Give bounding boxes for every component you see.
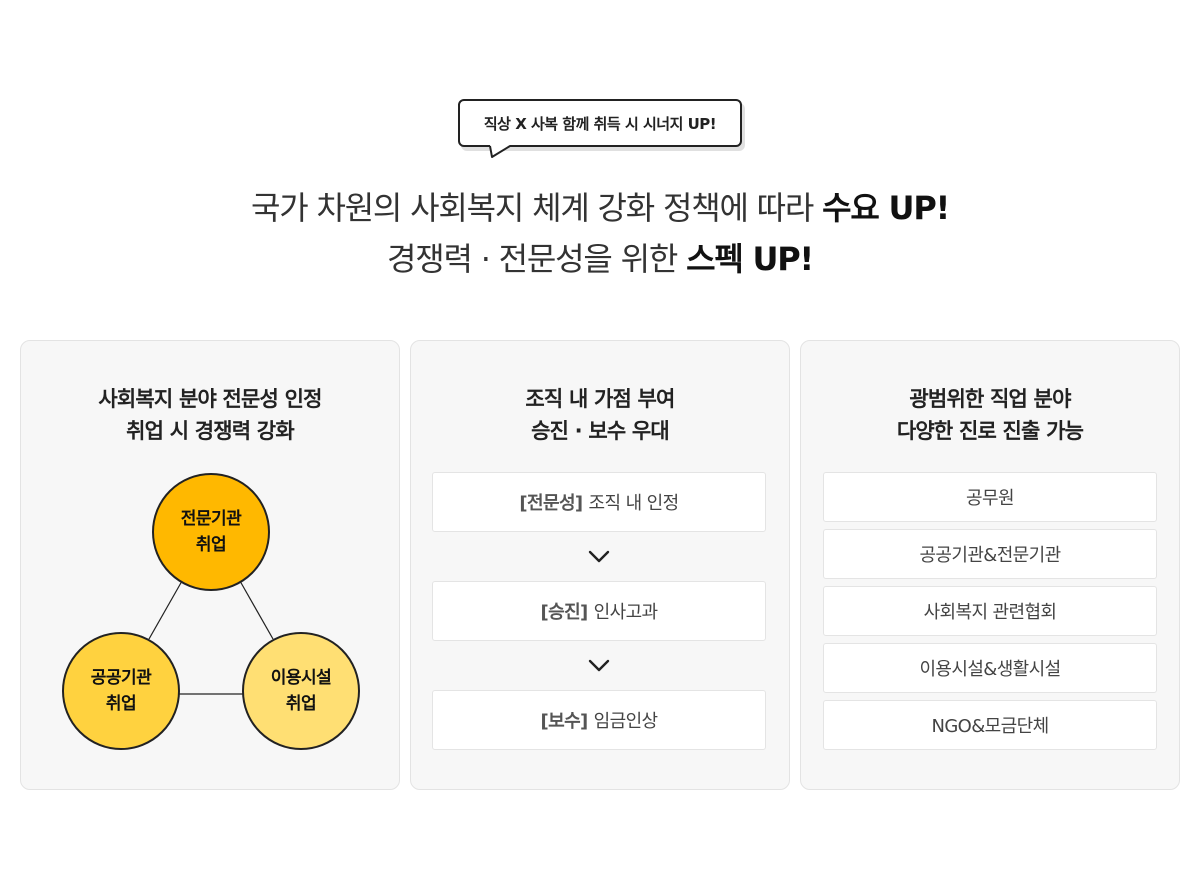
card-career-recognition: 사회복지 분야 전문성 인정 취업 시 경쟁력 강화 전문기관 취업 공공기관 … (20, 340, 400, 790)
step-promotion: [승진] 인사고과 (432, 581, 766, 641)
card-title-line-2: 승진 · 보수 우대 (531, 419, 670, 443)
circle-label-line-2: 취업 (285, 694, 317, 714)
headline-line-1-strong: 수요 UP! (822, 189, 950, 227)
step-tag: [승진] (540, 602, 588, 623)
speech-bubble: 직상 X 사복 함께 취득 시 시너지 UP! (458, 99, 742, 147)
bubble-tail (489, 145, 511, 158)
card-title-line-1: 광범위한 직업 분야 (909, 387, 1071, 411)
list-item: NGO&모금단체 (823, 700, 1157, 750)
card-title-line-2: 취업 시 경쟁력 강화 (126, 419, 295, 443)
step-tag: [보수] (540, 711, 588, 732)
headline-line-1: 국가 차원의 사회복지 체계 강화 정책에 따라 수요 UP! (0, 183, 1200, 229)
bubble-text: 직상 X 사복 함께 취득 시 시너지 UP! (483, 114, 717, 133)
circle-public-institution: 공공기관 취업 (62, 632, 180, 750)
card-title-line-1: 사회복지 분야 전문성 인정 (98, 387, 322, 411)
list-item: 이용시설&생활시설 (823, 643, 1157, 693)
circle-label-line-2: 취업 (195, 535, 227, 555)
card-title-line-2: 다양한 진로 진출 가능 (896, 419, 1084, 443)
card-title: 사회복지 분야 전문성 인정 취업 시 경쟁력 강화 (21, 383, 399, 447)
card-title: 조직 내 가점 부여 승진 · 보수 우대 (411, 383, 789, 447)
step-salary: [보수] 임금인상 (432, 690, 766, 750)
headline-line-2: 경쟁력 · 전문성을 위한 스펙 UP! (0, 234, 1200, 280)
circle-label-line-1: 전문기관 (180, 509, 242, 529)
circle-user-facility: 이용시설 취업 (242, 632, 360, 750)
chevron-down-icon (588, 659, 610, 672)
step-expertise: [전문성] 조직 내 인정 (432, 472, 766, 532)
card-title-line-1: 조직 내 가점 부여 (525, 387, 675, 411)
list-item: 공무원 (823, 472, 1157, 522)
circle-label-line-1: 공공기관 (90, 668, 152, 688)
headline-line-1-text: 국가 차원의 사회복지 체계 강화 정책에 따라 (251, 189, 823, 227)
card-title: 광범위한 직업 분야 다양한 진로 진출 가능 (801, 383, 1179, 447)
chevron-down-icon (588, 550, 610, 563)
headline-line-2-text: 경쟁력 · 전문성을 위한 (387, 240, 687, 278)
step-text: 인사고과 (593, 602, 658, 623)
card-career-paths: 광범위한 직업 분야 다양한 진로 진출 가능 공무원 공공기관&전문기관 사회… (800, 340, 1180, 790)
step-tag: [전문성] (519, 493, 583, 514)
circle-specialized-institution: 전문기관 취업 (152, 473, 270, 591)
card-organization-benefits: 조직 내 가점 부여 승진 · 보수 우대 [전문성] 조직 내 인정 [승진]… (410, 340, 790, 790)
list-item: 사회복지 관련협회 (823, 586, 1157, 636)
step-text: 임금인상 (593, 711, 658, 732)
list-item: 공공기관&전문기관 (823, 529, 1157, 579)
step-text: 조직 내 인정 (588, 493, 680, 514)
triangle-connector-lines (148, 580, 274, 695)
circle-label-line-1: 이용시설 (270, 668, 332, 688)
headline-line-2-strong: 스펙 UP! (686, 240, 814, 278)
circle-label-line-2: 취업 (105, 694, 137, 714)
